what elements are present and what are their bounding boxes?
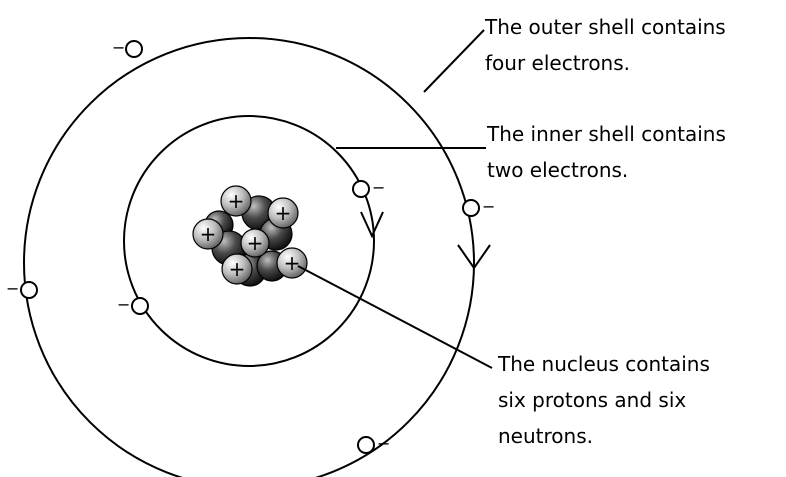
proton: + bbox=[221, 186, 251, 216]
electron-charge-label: − bbox=[482, 197, 495, 216]
nucleus-label: The nucleus contains six protons and six… bbox=[497, 352, 710, 448]
outer-shell-leader-line bbox=[424, 30, 484, 92]
outer-electron: − bbox=[6, 279, 37, 298]
nucleus-leader-line bbox=[298, 266, 492, 368]
inner-electron: − bbox=[117, 295, 148, 314]
nucleus-label-line3: neutrons. bbox=[498, 424, 593, 448]
proton-charge-label: + bbox=[229, 257, 246, 281]
electron-charge-label: − bbox=[6, 279, 19, 298]
inner-shell-label: The inner shell contains two electrons. bbox=[486, 122, 726, 182]
electron-charge-label: − bbox=[112, 38, 125, 57]
inner-shell-label-line2: two electrons. bbox=[487, 158, 628, 182]
proton-charge-label: + bbox=[228, 189, 245, 213]
nucleus-label-line1: The nucleus contains bbox=[497, 352, 710, 376]
proton: + bbox=[193, 219, 223, 249]
proton: + bbox=[222, 254, 252, 284]
electron-charge-label: − bbox=[117, 295, 130, 314]
nucleus-label-line2: six protons and six bbox=[498, 388, 686, 412]
proton-charge-label: + bbox=[200, 222, 217, 246]
outer-electron: − bbox=[112, 38, 142, 57]
proton: + bbox=[277, 248, 307, 278]
proton: + bbox=[241, 229, 269, 257]
electron-charge-label: − bbox=[372, 178, 385, 197]
outer-electron: − bbox=[463, 197, 495, 216]
proton-charge-label: + bbox=[275, 201, 292, 225]
outer-shell-label-line2: four electrons. bbox=[485, 51, 630, 75]
outer-shell-label-line1: The outer shell contains bbox=[484, 15, 726, 39]
electron-charge-label: − bbox=[377, 434, 390, 453]
proton-charge-label: + bbox=[247, 231, 264, 255]
outer-shell-label: The outer shell contains four electrons. bbox=[484, 15, 726, 75]
proton: + bbox=[268, 198, 298, 228]
inner-electron: − bbox=[353, 178, 385, 197]
nucleus: + + + + + + bbox=[193, 186, 307, 286]
proton-charge-label: + bbox=[284, 251, 301, 275]
inner-shell-label-line1: The inner shell contains bbox=[486, 122, 726, 146]
